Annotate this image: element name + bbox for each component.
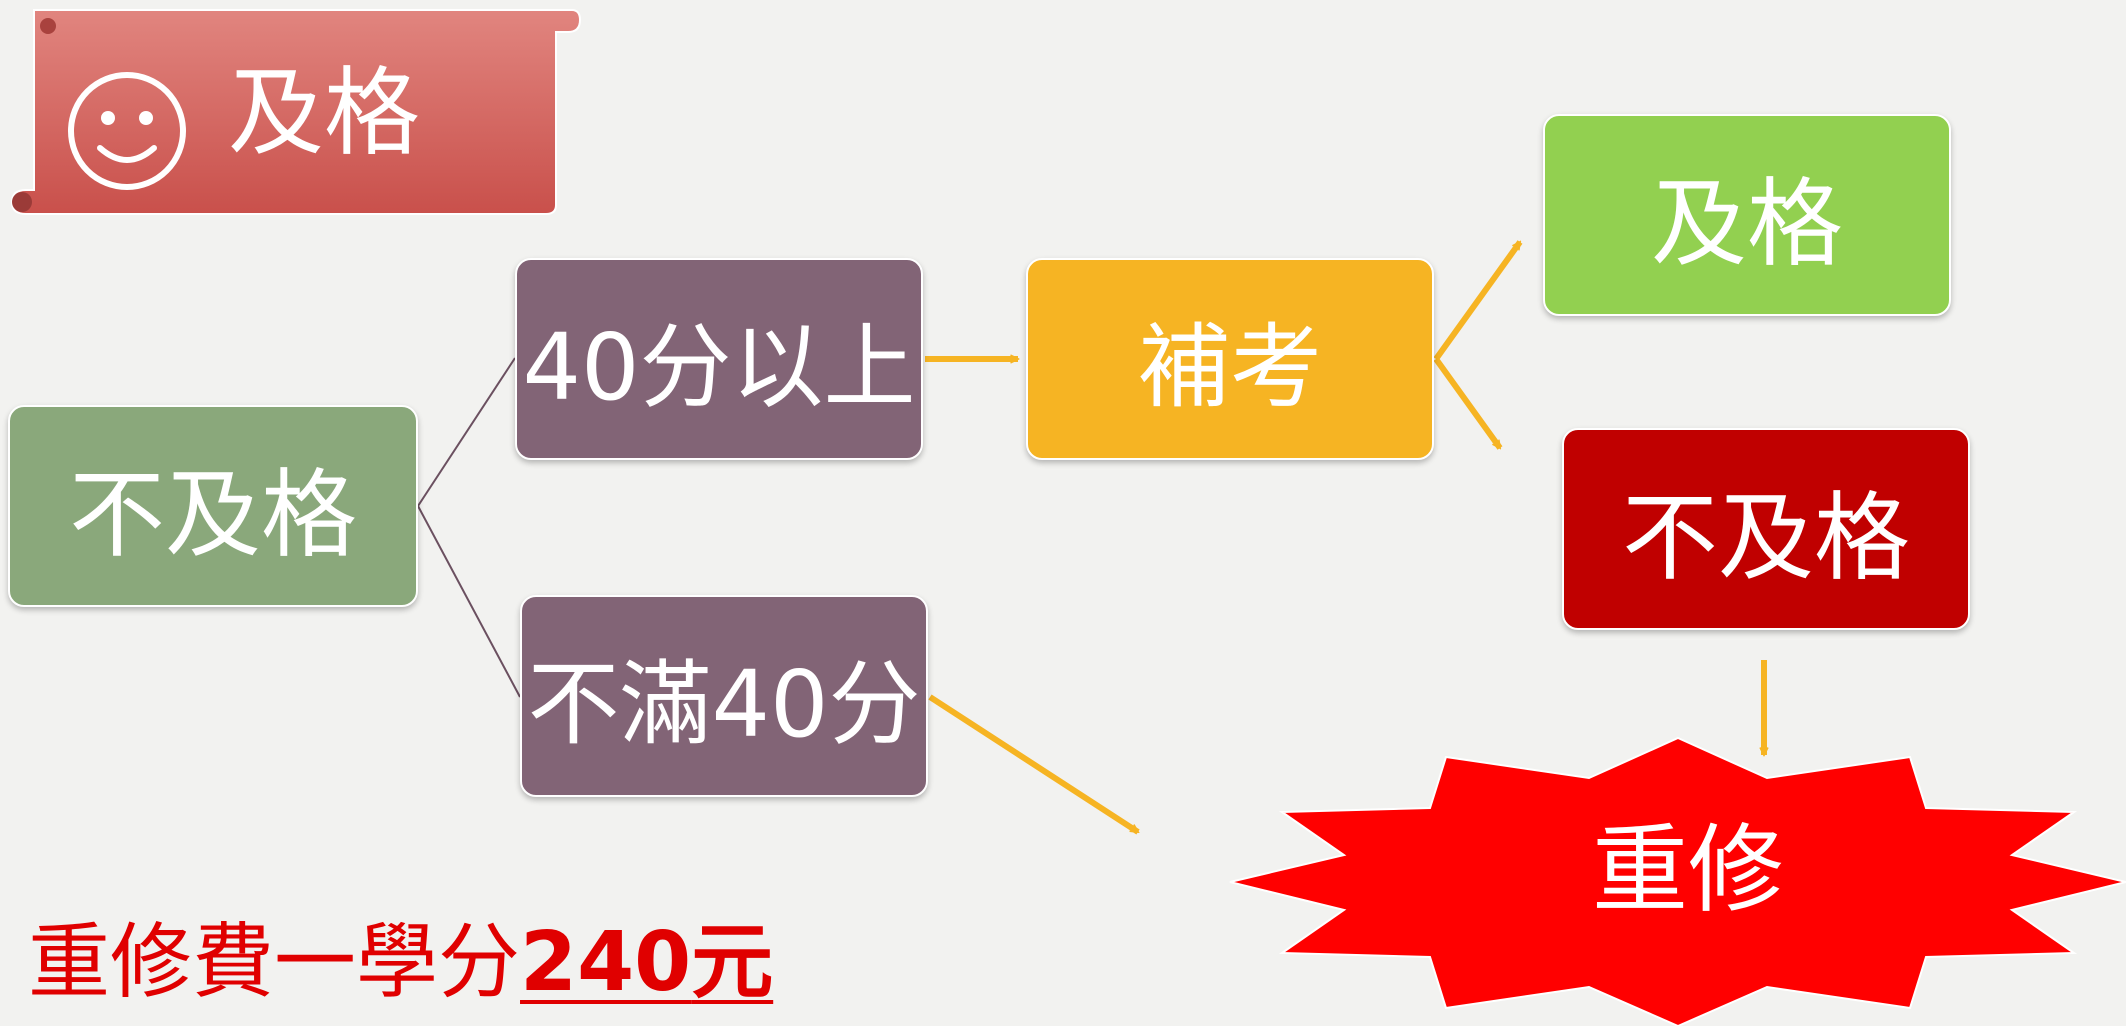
fee-amount: 240 <box>520 915 692 1010</box>
node-retake-label: 重修 <box>1592 814 1784 926</box>
arrow-under40-to-retake <box>928 694 1138 835</box>
node-score-under-40: 不滿40分 <box>520 595 928 797</box>
badge-label: 及格 <box>228 57 420 169</box>
arrow-to-pass <box>1433 242 1523 361</box>
node-makeup-exam: 補考 <box>1026 258 1434 460</box>
node-pass: 及格 <box>1543 114 1951 316</box>
fee-suffix: 元 <box>691 915 774 1010</box>
pass-badge-shape <box>10 9 582 215</box>
node-fail-again: 不及格 <box>1562 428 1970 630</box>
connector-line <box>417 505 521 698</box>
pass-badge: 及格 <box>20 10 580 215</box>
connector-line <box>417 357 516 507</box>
retake-fee-note: 重修費一學分240元 <box>28 922 773 1004</box>
node-fail: 不及格 <box>8 405 418 607</box>
node-score-40-plus: 40分以上 <box>515 258 923 460</box>
arrow-to-fail-again <box>1433 357 1503 448</box>
fee-amount-group: 240元 <box>520 915 773 1010</box>
smiley-icon <box>68 72 186 190</box>
fee-prefix: 重修費一學分 <box>28 915 521 1010</box>
retake-burst <box>1229 736 2126 1026</box>
